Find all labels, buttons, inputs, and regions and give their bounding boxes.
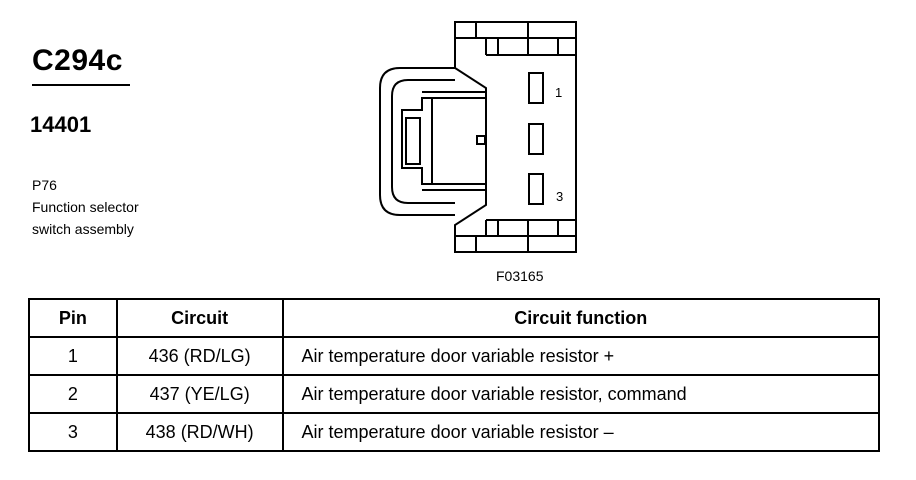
keying-square: [476, 135, 486, 145]
table-header-row: Pin Circuit Circuit function: [28, 298, 881, 338]
description-line-2: switch assembly: [32, 221, 134, 237]
title-underline: [32, 84, 130, 86]
table-row: 3 438 (RD/WH) Air temperature door varia…: [28, 412, 881, 452]
header-pin: Pin: [28, 298, 118, 338]
description-line-1: Function selector: [32, 199, 139, 215]
figure-id: F03165: [496, 268, 544, 284]
cell-circuit: 437 (YE/LG): [115, 374, 284, 414]
cell-function: Air temperature door variable resistor, …: [281, 374, 881, 414]
pin-table: Pin Circuit Circuit function 1 436 (RD/L…: [28, 298, 881, 452]
latch-inner: [391, 79, 455, 204]
pin-cavity-3: [528, 173, 544, 205]
cell-pin: 3: [28, 412, 118, 452]
pin-cavity-2: [528, 123, 544, 155]
connector-face-diagram: 1 3: [379, 21, 577, 253]
cell-function: Air temperature door variable resistor +: [281, 336, 881, 376]
pin-label-3: 3: [556, 189, 563, 204]
connector-body: [454, 21, 577, 253]
pin-cavity-1: [528, 72, 544, 104]
cell-pin: 2: [28, 374, 118, 414]
location-code: P76: [32, 177, 57, 193]
header-circuit-function: Circuit function: [281, 298, 881, 338]
latch-tongue: [401, 97, 486, 185]
cell-circuit: 438 (RD/WH): [115, 412, 284, 452]
pin-label-1: 1: [555, 85, 562, 100]
cell-pin: 1: [28, 336, 118, 376]
latch-outer: [379, 67, 455, 216]
cell-circuit: 436 (RD/LG): [115, 336, 284, 376]
connector-id: C294c: [32, 44, 123, 77]
header-circuit: Circuit: [115, 298, 284, 338]
table-row: 1 436 (RD/LG) Air temperature door varia…: [28, 336, 881, 376]
cell-function: Air temperature door variable resistor –: [281, 412, 881, 452]
table-row: 2 437 (YE/LG) Air temperature door varia…: [28, 374, 881, 414]
part-number: 14401: [30, 112, 92, 137]
